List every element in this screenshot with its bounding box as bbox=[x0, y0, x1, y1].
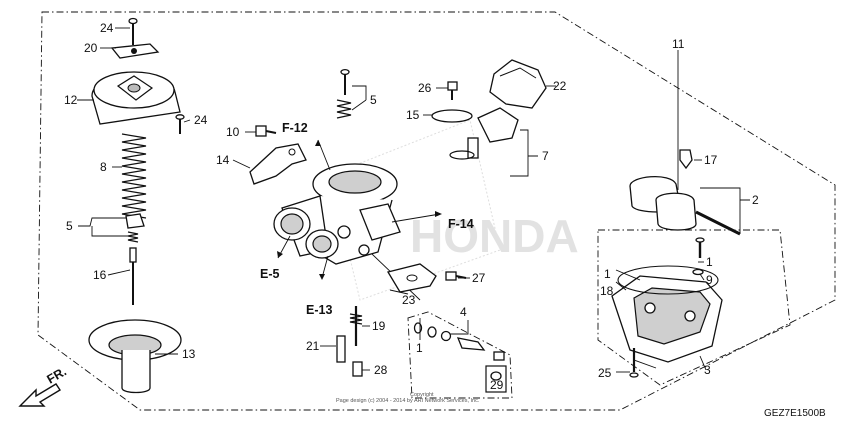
top-cover-12 bbox=[91, 71, 181, 125]
screw-25 bbox=[629, 348, 639, 378]
callout-5: 5 bbox=[370, 93, 377, 107]
callout-18: 18 bbox=[600, 284, 614, 298]
float-2 bbox=[629, 176, 741, 236]
callout-23: 23 bbox=[402, 293, 416, 307]
front-label: FR. bbox=[45, 364, 69, 386]
bystarter-7 bbox=[449, 107, 519, 160]
screw-1-9 bbox=[692, 237, 705, 276]
callout-10: 10 bbox=[226, 125, 240, 139]
bracket-14 bbox=[249, 143, 307, 185]
jet-21 bbox=[336, 335, 346, 363]
callout-27: 27 bbox=[472, 271, 486, 285]
jet-28 bbox=[352, 361, 363, 377]
screw-24-top bbox=[128, 17, 138, 45]
callout-16: 16 bbox=[93, 268, 107, 282]
callout-26: 26 bbox=[418, 81, 432, 95]
copyright-line-1: Copyright bbox=[410, 392, 434, 398]
watermark-text: HONDA bbox=[410, 210, 579, 262]
float-chamber-boundary bbox=[597, 229, 791, 386]
callout-2: 2 bbox=[752, 193, 759, 207]
needle-holder-6 bbox=[125, 213, 145, 243]
drain-screw-4 bbox=[413, 322, 505, 361]
callout-29: 29 bbox=[490, 378, 504, 392]
ref-f12: F-12 bbox=[282, 121, 308, 135]
callout-1-left: 1 bbox=[604, 267, 611, 281]
callout-24-side: 24 bbox=[194, 113, 208, 127]
plug-29 bbox=[485, 365, 507, 393]
callout-25: 25 bbox=[598, 366, 612, 380]
drain-boundary bbox=[407, 311, 513, 399]
callout-8: 8 bbox=[100, 160, 107, 174]
holder-plate-20 bbox=[110, 43, 160, 59]
ref-e13: E-13 bbox=[306, 303, 332, 317]
bystarter-cover-22 bbox=[489, 59, 547, 109]
callout-19: 19 bbox=[372, 319, 386, 333]
bracket-23 bbox=[386, 263, 437, 293]
callout-17: 17 bbox=[704, 153, 718, 167]
callout-12: 12 bbox=[64, 93, 78, 107]
screw-24-side bbox=[175, 114, 185, 134]
callout-22: 22 bbox=[553, 79, 567, 93]
callout-6: 5 bbox=[66, 219, 73, 233]
diagram-code: GEZ7E1500B bbox=[764, 408, 826, 419]
callout-13: 13 bbox=[182, 347, 196, 361]
callout-1-right: 1 bbox=[706, 255, 713, 269]
diaphragm-piston-13 bbox=[88, 319, 182, 394]
float-valve-17 bbox=[679, 149, 693, 170]
callout-28: 28 bbox=[374, 363, 388, 377]
spring-8 bbox=[121, 133, 147, 219]
copyright-line-2: Page design (c) 2004 - 2014 by ARI Netwo… bbox=[336, 398, 480, 404]
callout-1-drain: 1 bbox=[416, 341, 423, 355]
float-chamber-3 bbox=[611, 265, 723, 363]
assembly-boundary bbox=[37, 11, 836, 411]
callout-24-top: 24 bbox=[100, 21, 114, 35]
ref-f14: F-14 bbox=[448, 217, 474, 231]
callout-15: 15 bbox=[406, 108, 420, 122]
carburetor-body bbox=[273, 163, 401, 265]
front-arrow-icon bbox=[18, 383, 61, 407]
callout-14: 14 bbox=[216, 153, 230, 167]
callout-9: 9 bbox=[706, 273, 713, 287]
screw-27 bbox=[445, 271, 467, 281]
screw-spring-5 bbox=[336, 68, 352, 119]
callout-7: 7 bbox=[542, 149, 549, 163]
callout-3: 3 bbox=[704, 363, 711, 377]
callout-20: 20 bbox=[84, 41, 98, 55]
gasket-15 bbox=[431, 109, 473, 123]
callout-4: 4 bbox=[460, 305, 467, 319]
screw-26 bbox=[447, 81, 458, 100]
jet-needle-16 bbox=[129, 247, 137, 305]
screw-19 bbox=[349, 306, 363, 346]
callout-21: 21 bbox=[306, 339, 320, 353]
honda-watermark: HONDA bbox=[329, 119, 579, 301]
bolt-10 bbox=[255, 125, 277, 137]
callout-11: 11 bbox=[672, 37, 685, 51]
ref-e5: E-5 bbox=[260, 267, 280, 281]
